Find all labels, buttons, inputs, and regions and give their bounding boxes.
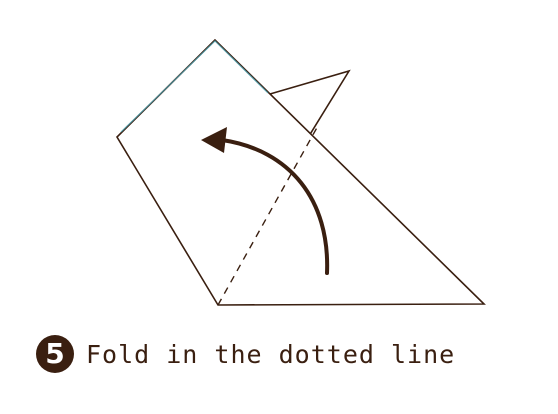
step-number-badge: 5 (36, 335, 74, 373)
step-caption: 5 Fold in the dotted line (36, 334, 455, 374)
curved-arrow-icon (201, 127, 330, 275)
step-number: 5 (45, 337, 65, 370)
step-instruction: Fold in the dotted line (86, 339, 456, 369)
edge-highlight (120, 40, 269, 133)
fold-line (217, 123, 320, 306)
paper-shape (115, 38, 486, 306)
